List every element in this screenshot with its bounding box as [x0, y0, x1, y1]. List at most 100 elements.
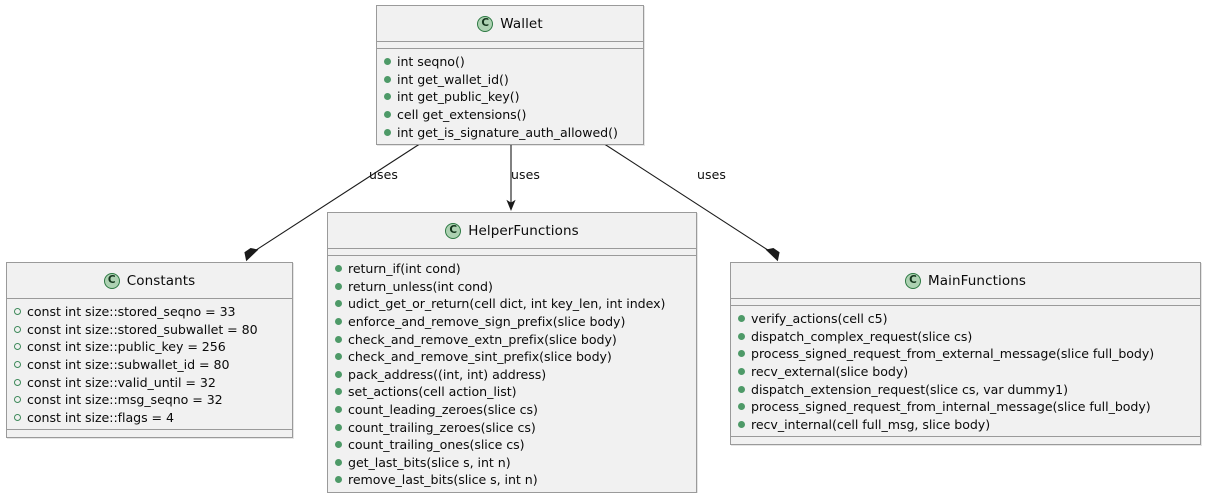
- member-row: return_unless(int cond): [328, 278, 696, 296]
- members-separator: [377, 48, 643, 49]
- method-marker-icon: [738, 350, 745, 358]
- member-label: const int size::public_key = 256: [27, 339, 226, 355]
- edge-label-wallet-mainfunctions: uses: [697, 167, 727, 182]
- class-box-wallet[interactable]: C Wallet int seqno() int get_wallet_id()…: [376, 5, 644, 145]
- class-c-icon: C: [445, 222, 462, 239]
- class-c-icon: C: [905, 272, 921, 289]
- member-label: recv_internal(cell full_msg, slice body): [751, 416, 991, 432]
- method-marker-icon: [384, 75, 391, 83]
- member-row: int seqno(): [377, 53, 643, 71]
- method-marker-icon: [738, 332, 745, 340]
- method-marker-icon: [738, 403, 745, 411]
- method-marker-icon: [335, 388, 342, 396]
- member-row: process_signed_request_from_internal_mes…: [731, 398, 1200, 416]
- member-label: int seqno(): [397, 54, 465, 70]
- class-box-constants[interactable]: C Constants const int size::stored_seqno…: [6, 262, 293, 439]
- member-label: int get_wallet_id(): [397, 71, 509, 87]
- member-label: verify_actions(cell c5): [751, 311, 888, 327]
- member-row: cell get_extensions(): [377, 106, 643, 124]
- member-row: dispatch_extension_request(slice cs, var…: [731, 380, 1200, 398]
- field-marker-icon: [14, 361, 21, 369]
- method-marker-icon: [335, 476, 342, 484]
- member-row: remove_last_bits(slice s, int n): [328, 471, 696, 489]
- member-label: dispatch_complex_request(slice cs): [751, 328, 973, 344]
- member-row: dispatch_complex_request(slice cs): [731, 328, 1200, 346]
- method-marker-icon: [738, 385, 745, 393]
- class-header-constants: C Constants: [7, 263, 292, 298]
- field-marker-icon: [14, 308, 21, 316]
- member-row: enforce_and_remove_sign_prefix(slice bod…: [328, 313, 696, 331]
- class-title-mainfunctions: MainFunctions: [928, 272, 1026, 289]
- separator-gap: [328, 249, 696, 255]
- member-label: process_signed_request_from_external_mes…: [751, 346, 1155, 362]
- member-row: return_if(int cond): [328, 260, 696, 278]
- field-marker-icon: [14, 378, 21, 386]
- member-label: pack_address((int, int) address): [348, 366, 547, 382]
- member-label: udict_get_or_return(cell dict, int key_l…: [348, 296, 666, 312]
- member-label: const int size::stored_subwallet = 80: [27, 321, 258, 337]
- member-row: count_trailing_ones(slice cs): [328, 436, 696, 454]
- members-separator: [328, 255, 696, 256]
- member-label: check_and_remove_extn_prefix(slice body): [348, 331, 617, 347]
- member-label: count_leading_zeroes(slice cs): [348, 402, 538, 418]
- method-marker-icon: [384, 128, 391, 136]
- class-members-helperfunctions: return_if(int cond) return_unless(int co…: [328, 256, 696, 492]
- header-separator: [731, 298, 1200, 299]
- member-label: check_and_remove_sint_prefix(slice body): [348, 349, 612, 365]
- separator-gap: [377, 42, 643, 48]
- class-box-mainfunctions[interactable]: C MainFunctions verify_actions(cell c5) …: [730, 262, 1201, 446]
- method-marker-icon: [738, 420, 745, 428]
- member-row: const int size::valid_until = 32: [7, 373, 292, 391]
- member-label: set_actions(cell action_list): [348, 384, 517, 400]
- class-header-mainfunctions: C MainFunctions: [731, 263, 1200, 298]
- member-label: int get_public_key(): [397, 89, 520, 105]
- member-row: int get_is_signature_auth_allowed(): [377, 123, 643, 141]
- member-row: const int size::stored_subwallet = 80: [7, 321, 292, 339]
- method-marker-icon: [384, 58, 391, 66]
- class-footer: [7, 430, 292, 438]
- member-label: const int size::valid_until = 32: [27, 374, 216, 390]
- class-title-helperfunctions: HelperFunctions: [468, 222, 579, 239]
- member-row: count_trailing_zeroes(slice cs): [328, 418, 696, 436]
- method-marker-icon: [384, 111, 391, 119]
- class-header-wallet: C Wallet: [377, 6, 643, 41]
- class-members-mainfunctions: verify_actions(cell c5) dispatch_complex…: [731, 306, 1200, 436]
- footer-separator: [731, 436, 1200, 438]
- header-separator: [7, 298, 292, 299]
- class-box-helperfunctions[interactable]: C HelperFunctions return_if(int cond) re…: [327, 212, 697, 493]
- method-marker-icon: [335, 318, 342, 326]
- field-marker-icon: [14, 413, 21, 421]
- class-c-icon: C: [103, 272, 120, 289]
- member-label: const int size::flags = 4: [27, 409, 174, 425]
- member-label: count_trailing_zeroes(slice cs): [348, 419, 536, 435]
- member-row: udict_get_or_return(cell dict, int key_l…: [328, 295, 696, 313]
- member-label: remove_last_bits(slice s, int n): [348, 472, 538, 488]
- method-marker-icon: [335, 370, 342, 378]
- edge-label-wallet-constants: uses: [369, 167, 399, 182]
- member-row: set_actions(cell action_list): [328, 383, 696, 401]
- member-row: get_last_bits(slice s, int n): [328, 454, 696, 472]
- member-label: count_trailing_ones(slice cs): [348, 437, 525, 453]
- member-row: check_and_remove_extn_prefix(slice body): [328, 330, 696, 348]
- method-marker-icon: [335, 406, 342, 414]
- footer-separator: [7, 429, 292, 431]
- member-row: recv_internal(cell full_msg, slice body): [731, 416, 1200, 434]
- header-separator: [328, 248, 696, 249]
- member-row: recv_external(slice body): [731, 363, 1200, 381]
- member-row: const int size::msg_seqno = 32: [7, 391, 292, 409]
- member-label: const int size::stored_seqno = 33: [27, 304, 236, 320]
- member-row: int get_public_key(): [377, 88, 643, 106]
- method-marker-icon: [335, 353, 342, 361]
- member-label: return_if(int cond): [348, 261, 461, 277]
- uml-class-diagram: uses uses uses C Wallet int seqno() int …: [6, 5, 1201, 493]
- method-marker-icon: [738, 315, 745, 323]
- method-marker-icon: [738, 368, 745, 376]
- member-row: const int size::public_key = 256: [7, 338, 292, 356]
- field-marker-icon: [14, 343, 21, 351]
- method-marker-icon: [335, 282, 342, 290]
- separator-gap: [731, 299, 1200, 305]
- member-label: const int size::subwallet_id = 80: [27, 357, 230, 373]
- method-marker-icon: [335, 423, 342, 431]
- member-row: const int size::subwallet_id = 80: [7, 356, 292, 374]
- field-marker-icon: [14, 396, 21, 404]
